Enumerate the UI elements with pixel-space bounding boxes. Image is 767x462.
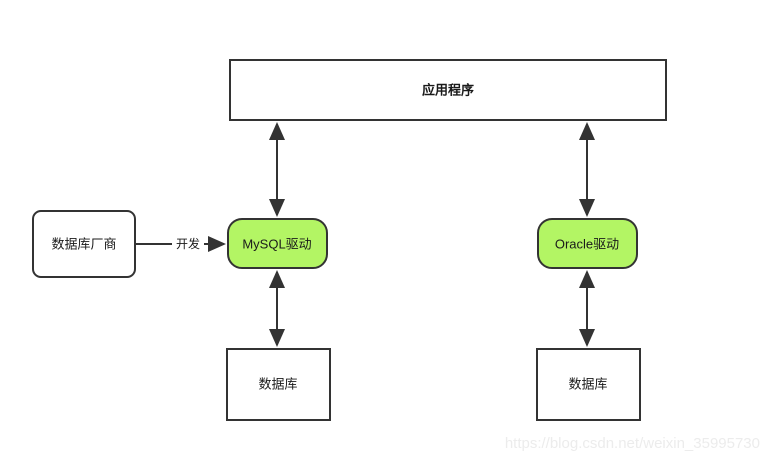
node-application-label: 应用程序 (422, 82, 474, 97)
node-mysql-database-label: 数据库 (258, 376, 297, 391)
node-mysql-driver-label: MySQL驱动 (242, 236, 311, 251)
node-oracle-database-label: 数据库 (568, 376, 607, 391)
node-application[interactable]: 应用程序 (229, 59, 667, 121)
node-database-vendor[interactable]: 数据库厂商 (32, 210, 136, 278)
node-mysql-database[interactable]: 数据库 (226, 348, 331, 421)
node-mysql-driver[interactable]: MySQL驱动 (227, 218, 328, 269)
node-oracle-driver-label: Oracle驱动 (555, 236, 619, 251)
node-oracle-database[interactable]: 数据库 (536, 348, 641, 421)
node-oracle-driver[interactable]: Oracle驱动 (537, 218, 638, 269)
watermark-label: https://blog.csdn.net/weixin_35995730 (505, 435, 760, 452)
edge-vendor-to-mysql-driver: 开发 (135, 234, 226, 254)
node-database-vendor-shape[interactable] (32, 210, 136, 278)
edge-label-develop: 开发 (176, 236, 200, 251)
node-mysql-database-shape[interactable] (226, 348, 331, 421)
node-database-vendor-label: 数据库厂商 (51, 236, 116, 251)
node-mysql-driver-shape[interactable] (227, 218, 328, 269)
edge-label-backdrop (172, 234, 204, 254)
node-oracle-database-shape[interactable] (536, 348, 641, 421)
node-oracle-driver-shape[interactable] (537, 218, 638, 269)
node-application-shape[interactable] (229, 59, 667, 121)
